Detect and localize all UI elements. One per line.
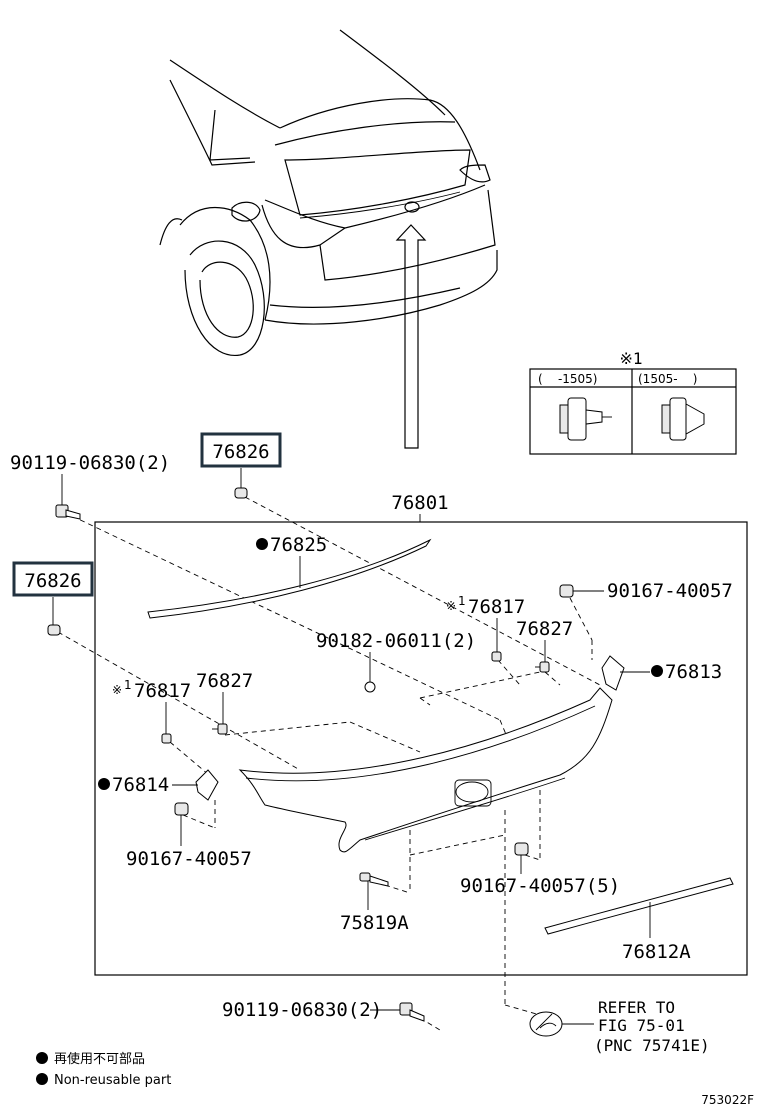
part-clip-76826-left (47, 624, 61, 636)
part-screw-76827-left (212, 723, 228, 735)
non-reusable-dot (98, 778, 110, 790)
part-bolt-bottom (399, 1002, 425, 1022)
label-bolt-top: 90119-06830(2) (10, 452, 170, 474)
non-reusable-dot (256, 538, 268, 550)
assembly-frame (94, 521, 748, 976)
label-screw-76827-left: 76827 (196, 670, 253, 692)
part-screw-76827-right (535, 661, 550, 673)
label-nut-bottom: 90167-40057(5) (460, 875, 620, 897)
label-molding-76825: 76825 (270, 534, 327, 556)
clip-variant-new (661, 397, 705, 441)
label-nut-left: 90167-40057 (126, 848, 252, 870)
vehicle-rear-illustration (159, 29, 498, 449)
label-clip-76817-right: 76817 (468, 596, 525, 618)
part-upper-molding-76825 (147, 538, 432, 619)
ref-mark-left: ※ (112, 683, 122, 697)
part-garnish-panel (238, 687, 613, 853)
part-clip-75819A (359, 872, 389, 887)
non-reusable-dot (651, 665, 663, 677)
part-bolt-top (55, 504, 81, 520)
boxed-label-76826-upper: 76826 (200, 432, 282, 468)
part-clip-76817-right (491, 651, 502, 662)
part-bracket-76814 (195, 769, 219, 801)
legend-dot-2 (36, 1073, 48, 1085)
part-nut-bottom (514, 842, 529, 856)
label-clip-75819A: 75819A (340, 912, 409, 934)
label-molding-76812A: 76812A (622, 941, 691, 963)
refer-note: REFER TO FIG 75-01 (PNC 75741E) (562, 998, 710, 1055)
callout-76813: 76813 (620, 661, 722, 683)
label-grommet-90182: 90182-06011(2) (316, 630, 476, 652)
label-76801: 76801 (391, 492, 448, 514)
refer-line-2: FIG 75-01 (598, 1016, 685, 1035)
callout-76817-left: ※ 1 76817 (112, 678, 191, 734)
part-nut-top-right (559, 584, 574, 598)
part-grommet-90182 (364, 681, 376, 693)
label-bracket-76814: 76814 (112, 774, 169, 796)
part-nut-left (174, 802, 189, 816)
ref-mark-number-right: 1 (458, 594, 466, 608)
variant-inset-table: ※1 ( -1505) (1505- ) (529, 349, 737, 455)
label-nut-top-right: 90167-40057 (607, 580, 733, 602)
legend-item-en: Non-reusable part (54, 1073, 171, 1088)
callout-76817-right: ※ 1 76817 (446, 594, 525, 652)
clip-variant-old (559, 397, 612, 441)
inset-col1-header: ( -1505) (538, 372, 598, 386)
assembly-guide-lines (57, 496, 601, 1031)
callout-76814: 76814 (98, 774, 198, 796)
label-bracket-76813: 76813 (665, 661, 722, 683)
callout-76825: 76825 (256, 534, 327, 588)
refer-line-3: (PNC 75741E) (594, 1036, 710, 1055)
label-screw-76827-right: 76827 (516, 618, 573, 640)
legend-dot-1 (36, 1052, 48, 1064)
part-clip-76817-left (161, 733, 172, 744)
part-bracket-76813 (601, 655, 625, 691)
label-clip-76817-left: 76817 (134, 680, 191, 702)
inset-title: ※1 (619, 349, 642, 368)
part-emblem (529, 1011, 563, 1037)
boxed-label-76826-left: 76826 (12, 561, 94, 597)
label-bolt-bottom: 90119-06830(2) (222, 999, 382, 1021)
refer-line-1: REFER TO (598, 998, 675, 1017)
label-clip-76826-upper: 76826 (212, 441, 269, 463)
ref-mark-number-left: 1 (124, 678, 132, 692)
part-clip-76826-upper (234, 487, 248, 499)
figure-id: 753022F (701, 1093, 754, 1107)
ref-mark-right: ※ (446, 599, 456, 613)
inset-col2-header: (1505- ) (638, 372, 698, 386)
legend-item-jp: 再使用不可部品 (54, 1051, 145, 1067)
part-lower-molding-76812A (544, 877, 734, 935)
legend: 再使用不可部品 Non-reusable part (36, 1051, 171, 1088)
label-clip-76826-left: 76826 (24, 570, 81, 592)
